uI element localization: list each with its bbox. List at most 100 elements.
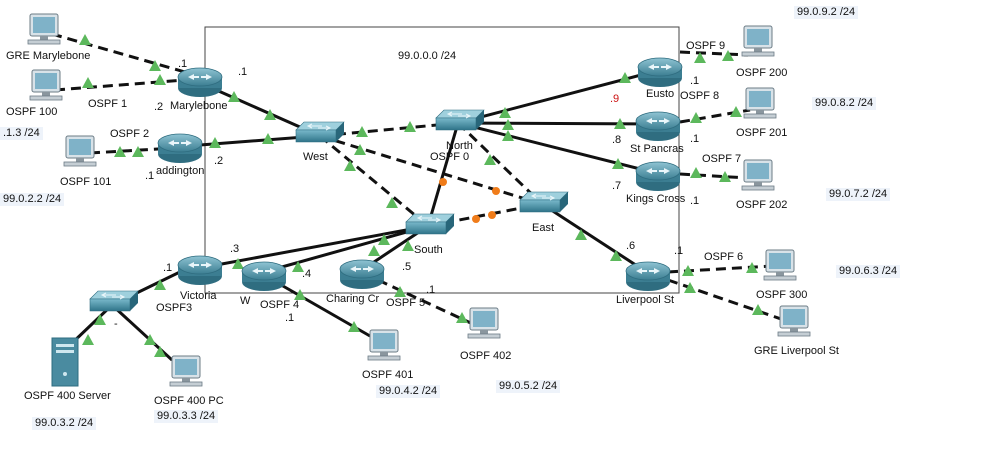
pc-label-ospf202: OSPF 202 — [736, 199, 788, 211]
ip-label: .1 — [238, 66, 248, 78]
ip-label: .4 — [302, 268, 312, 280]
pc-label-gre-liverpool: GRE Liverpool St — [754, 345, 839, 357]
pc-ospf202[interactable] — [741, 159, 775, 191]
pc-ospf300[interactable] — [763, 249, 797, 281]
ospf-label: OSPF 1 — [88, 98, 128, 110]
ip-label: .5 — [402, 261, 412, 273]
router-label-paddington: addington — [156, 165, 205, 177]
ospf-label: OSPF 9 — [686, 40, 726, 52]
subnet-label: 99.0.4.2 /24 — [376, 385, 441, 398]
link-south-waterloo — [263, 224, 429, 274]
switch-label-west: West — [303, 151, 328, 163]
ospf-label: OSPF 5 — [386, 297, 426, 309]
subnet-label: 99.0.3.2 /24 — [32, 417, 97, 430]
ip-label: - — [114, 318, 118, 330]
link-kingscross-ospf202 — [679, 172, 749, 180]
area0-subnet-label: 99.0.0.0 /24 — [398, 50, 457, 62]
switch-label-north: North — [446, 140, 473, 152]
pc-label-ospf201: OSPF 201 — [736, 127, 788, 139]
ospf-label: OSPF 4 — [260, 299, 300, 311]
link-north-euston — [457, 68, 661, 125]
ip-label: .1 — [178, 58, 188, 70]
pc-gre-liverpool[interactable] — [777, 305, 811, 337]
ip-label: .6 — [626, 240, 636, 252]
ip-label: .1 — [690, 133, 700, 145]
link-west-east — [319, 134, 543, 206]
subnet-label: 99.0.7.2 /24 — [826, 188, 891, 201]
router-paddington[interactable] — [157, 133, 203, 164]
pc-label-ospf101: OSPF 101 — [60, 176, 112, 188]
router-st-pancras[interactable] — [635, 111, 681, 142]
router-victoria[interactable] — [177, 255, 223, 286]
router-label-marylebone: Marylebone — [170, 100, 228, 112]
subnet-label: 99.0.9.2 /24 — [794, 6, 859, 19]
link-north-stpancras — [457, 121, 659, 126]
router-kings-cross[interactable] — [635, 161, 681, 192]
link-status-markers — [79, 34, 764, 357]
ip-label: .1 — [145, 170, 155, 182]
link-ospf100-marylebone — [54, 78, 186, 92]
router-label-liverpool-st: Liverpool St — [616, 294, 675, 306]
pc-label-gre-marylebone: GRE Marylebone — [6, 50, 91, 62]
subnet-label: 99.0.2.2 /24 — [0, 193, 65, 206]
router-label-victoria: Victoria — [180, 290, 217, 302]
ospf-label: OSPF3 — [156, 302, 193, 314]
pc-label-ospf100: OSPF 100 — [6, 106, 58, 118]
pc-gre-marylebone[interactable] — [27, 13, 61, 45]
switch-north[interactable] — [435, 109, 485, 131]
subnet-label: .1.3 /24 — [0, 127, 43, 140]
pc-ospf402[interactable] — [467, 307, 501, 339]
link-north-kingscross — [457, 121, 661, 176]
ip-label: .2 — [154, 101, 164, 113]
router-label-charing-cross: Charing Cr — [326, 293, 380, 305]
ip-label: .1 — [163, 262, 173, 274]
subnet-label: 99.0.3.3 /24 — [154, 410, 219, 423]
link-north-east — [456, 121, 544, 206]
ip-label: .1 — [690, 195, 700, 207]
pc-label-ospf400: OSPF 400 PC — [154, 395, 224, 407]
link-north-south — [426, 122, 460, 227]
pc-ospf200[interactable] — [741, 25, 775, 57]
switch-ospf400[interactable] — [89, 290, 139, 312]
pc-label-ospf300: OSPF 300 — [756, 289, 808, 301]
pc-label-ospf402: OSPF 402 — [460, 350, 512, 362]
switch-south[interactable] — [405, 213, 455, 235]
ip-label: .7 — [612, 180, 622, 192]
pc-ospf400[interactable] — [169, 355, 203, 387]
pc-ospf201[interactable] — [743, 87, 777, 119]
link-gre-marylebone — [51, 32, 186, 74]
router-waterloo[interactable] — [241, 261, 287, 292]
subnet-label: 99.0.5.2 /24 — [496, 380, 561, 393]
ip-label: .1 — [690, 75, 700, 87]
ospf-label: OSPF 7 — [702, 153, 742, 165]
ospf-label: OSPF 2 — [110, 128, 150, 140]
link-east-liverpool — [541, 202, 649, 275]
switch-east[interactable] — [519, 191, 569, 213]
router-label-euston: Eusto — [646, 88, 675, 100]
router-label-kings-cross: Kings Cross — [626, 193, 686, 205]
server-ospf400[interactable] — [51, 337, 79, 387]
link-charing-ospf402 — [377, 278, 476, 327]
router-charing-cross[interactable] — [339, 259, 385, 290]
switch-west[interactable] — [295, 121, 345, 143]
router-liverpool-st[interactable] — [625, 261, 671, 292]
ip-label: .1 — [426, 284, 436, 296]
switch-label-east: East — [532, 222, 555, 234]
area0-border — [204, 26, 680, 294]
router-euston[interactable] — [637, 57, 683, 88]
pc-label-ospf401: OSPF 401 — [362, 369, 414, 381]
ospf-label: OSPF 8 — [680, 90, 720, 102]
pc-ospf101[interactable] — [63, 135, 97, 167]
router-marylebone[interactable] — [177, 67, 223, 98]
ip-label: .1 — [674, 245, 684, 257]
ip-label: .8 — [612, 134, 622, 146]
ip-label: .1 — [285, 312, 295, 324]
server-label-ospf400: OSPF 400 Server — [24, 390, 111, 402]
pc-ospf401[interactable] — [367, 329, 401, 361]
link-euston-ospf200 — [679, 50, 749, 57]
link-liverpool-gre — [667, 278, 785, 322]
pc-ospf100[interactable] — [29, 69, 63, 101]
ospf-label: OSPF 6 — [704, 251, 744, 263]
subnet-label: 99.0.8.2 /24 — [812, 97, 877, 110]
